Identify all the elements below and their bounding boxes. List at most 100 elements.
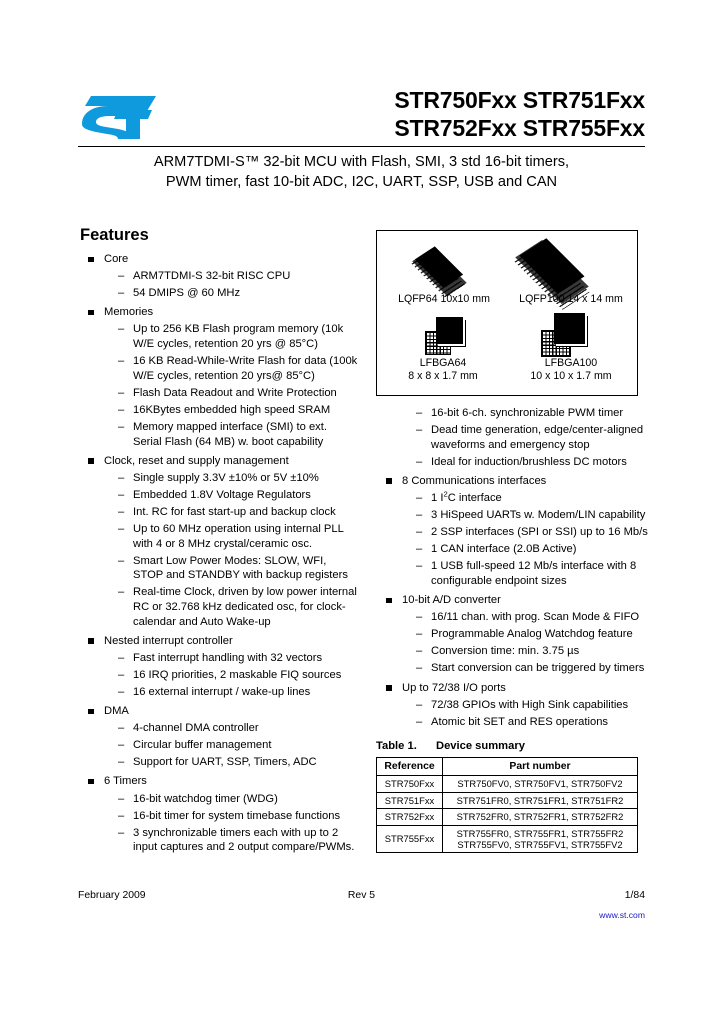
- bullet-square-icon: [386, 478, 392, 484]
- cell-reference: STR752Fxx: [376, 808, 443, 826]
- feature-item: –Conversion time: min. 3.75 µs: [416, 645, 580, 658]
- feature-group-memories: Memories: [82, 305, 358, 320]
- feature-item: –Real-time Clock, driven by low power in…: [118, 586, 357, 628]
- feature-item: –Int. RC for fast start-up and backup cl…: [118, 505, 336, 518]
- feature-item: –54 DMIPS @ 60 MHz: [118, 287, 241, 300]
- feature-item: –Programmable Analog Watchdog feature: [416, 628, 633, 641]
- bullet-square-icon: [386, 685, 392, 691]
- header-divider: [78, 146, 645, 147]
- bullet-square-icon: [88, 708, 94, 715]
- features-right-column: –16-bit 6-ch. synchronizable PWM timer –…: [380, 406, 648, 729]
- page-subtitle: ARM7TDMI-S™ 32-bit MCU with Flash, SMI, …: [78, 152, 645, 192]
- table-number: Table 1.: [376, 740, 417, 752]
- lfbga100-caption-line-1: LFBGA100: [544, 357, 598, 369]
- feature-item: –Embedded 1.8V Voltage Regulators: [118, 488, 311, 501]
- lfbga64-caption: LFBGA64 8 x 8 x 1.7 mm: [379, 357, 507, 383]
- device-summary-table: Reference Part number STR750Fxx STR750FV…: [376, 756, 638, 854]
- lfbga64-caption-line-1: LFBGA64: [419, 357, 467, 369]
- feature-item: –Fast interrupt handling with 32 vectors: [118, 651, 323, 664]
- bullet-square-icon: [386, 597, 392, 604]
- dash-icon: –: [118, 420, 125, 433]
- dash-icon: –: [416, 491, 423, 504]
- bullet-square-icon: [88, 638, 94, 644]
- feature-group-dma: DMA: [82, 704, 358, 719]
- dash-icon: –: [118, 668, 125, 681]
- column-header-reference: Reference: [376, 756, 443, 777]
- feature-item: –Start conversion can be triggered by ti…: [416, 662, 645, 675]
- feature-item: –Flash Data Readout and Write Protection: [118, 386, 337, 399]
- table-row: STR752Fxx STR752FR0, STR752FR1, STR752FR…: [376, 808, 638, 826]
- feature-group-label: Up to 72/38 I/O ports: [402, 681, 506, 694]
- feature-group-communications-interfaces: 8 Communications interfaces: [380, 474, 648, 489]
- dash-icon: –: [416, 560, 423, 573]
- cell-reference: STR751Fxx: [376, 791, 443, 810]
- subtitle-line-1: ARM7TDMI-S™ 32-bit MCU with Flash, SMI, …: [153, 154, 570, 170]
- cell-part-number: STR750FV0, STR750FV1, STR750FV2: [442, 775, 638, 793]
- dash-icon: –: [416, 715, 423, 728]
- dash-icon: –: [118, 323, 125, 336]
- title-line-1: STR750Fxx STR751Fxx: [394, 87, 645, 113]
- feature-group-label: 6 Timers: [104, 775, 147, 788]
- table-title-text: Device summary: [436, 740, 525, 752]
- lfbga100-caption-line-2: 10 x 10 x 1.7 mm: [530, 370, 612, 382]
- feature-item: –16/11 chan. with prog. Scan Mode & FIFO: [416, 611, 640, 624]
- feature-item: –72/38 GPIOs with High Sink capabilities: [416, 698, 629, 711]
- dash-icon: –: [416, 662, 423, 675]
- feature-item-i2c-text: 1 I2C interface: [431, 489, 502, 504]
- dash-icon: –: [118, 403, 125, 416]
- feature-item: –ARM7TDMI-S 32-bit RISC CPU: [118, 270, 291, 283]
- lqfp64-caption: LQFP64 10x10 mm: [398, 293, 490, 305]
- cell-reference: STR750Fxx: [376, 775, 443, 793]
- footer-revision: Rev 5: [347, 890, 376, 901]
- dash-icon: –: [416, 407, 423, 419]
- page-footer: February 2009 Rev 5 1/84 www.st.com: [78, 890, 645, 930]
- dash-icon: –: [416, 526, 423, 539]
- table-row: STR751Fxx STR751FR0, STR751FR1, STR751FR…: [376, 791, 638, 810]
- lqfp100-caption: LQFP100 14 x 14 mm: [519, 293, 623, 305]
- page-title: STR750Fxx STR751Fxx STR752Fxx STR755Fxx: [394, 86, 645, 142]
- dash-icon: –: [118, 685, 125, 698]
- dash-icon: –: [118, 488, 125, 501]
- table-row: STR750Fxx STR750FV0, STR750FV1, STR750FV…: [376, 775, 638, 793]
- feature-item: –1 USB full-speed 12 Mb/s interface with…: [416, 560, 637, 587]
- bullet-square-icon: [88, 309, 94, 316]
- cell-reference: STR755Fxx: [376, 824, 443, 854]
- cell-part-number: STR755FR0, STR755FR1, STR755FR2 STR755FV…: [442, 824, 638, 854]
- footer-page-number: 1/84: [624, 890, 645, 901]
- lqfp100-package-icon: [514, 238, 590, 310]
- dash-icon: –: [118, 809, 125, 822]
- dash-icon: –: [118, 586, 125, 599]
- feature-group-label: 10-bit A/D converter: [402, 594, 501, 607]
- feature-item: –Dead time generation, edge/center-align…: [416, 424, 644, 451]
- column-header-part-number: Part number: [442, 756, 638, 777]
- feature-item: –16-bit 6-ch. synchronizable PWM timer: [416, 407, 624, 419]
- feature-item: –16KBytes embedded high speed SRAM: [118, 403, 331, 416]
- dash-icon: –: [118, 471, 125, 484]
- lfbga64-package-icon: [425, 317, 463, 355]
- subtitle-line-2: PWM timer, fast 10-bit ADC, I2C, UART, S…: [165, 174, 558, 190]
- feature-item: –Atomic bit SET and RES operations: [416, 715, 609, 728]
- table-header-row: Reference Part number: [376, 756, 638, 777]
- feature-item: –Up to 256 KB Flash program memory (10k …: [118, 323, 344, 350]
- dash-icon: –: [416, 698, 423, 711]
- features-heading: Features: [80, 226, 149, 244]
- feature-group-core: Core: [82, 252, 358, 267]
- lqfp64-package-icon: [411, 246, 467, 300]
- feature-item: –3 HiSpeed UARTs w. Modem/LIN capability: [416, 509, 646, 522]
- bullet-square-icon: [88, 458, 94, 464]
- feature-group-label: 8 Communications interfaces: [402, 474, 547, 487]
- feature-item: –Support for UART, SSP, Timers, ADC: [118, 756, 317, 769]
- dash-icon: –: [118, 722, 125, 735]
- dash-icon: –: [118, 651, 125, 664]
- bullet-square-icon: [88, 778, 94, 785]
- package-illustration-box: LQFP64 10x10 mm LQFP100 14 x 14 mm LFBGA…: [376, 230, 638, 396]
- feature-item: –16 external interrupt / wake-up lines: [118, 685, 311, 698]
- page-header: STR750Fxx STR751Fxx STR752Fxx STR755Fxx: [78, 86, 645, 146]
- feature-group-label: Core: [104, 253, 129, 265]
- dash-icon: –: [416, 543, 423, 556]
- dash-icon: –: [416, 424, 423, 437]
- footer-website-link[interactable]: www.st.com: [599, 910, 645, 920]
- feature-group-label: Nested interrupt controller: [104, 634, 233, 647]
- dash-icon: –: [118, 287, 125, 300]
